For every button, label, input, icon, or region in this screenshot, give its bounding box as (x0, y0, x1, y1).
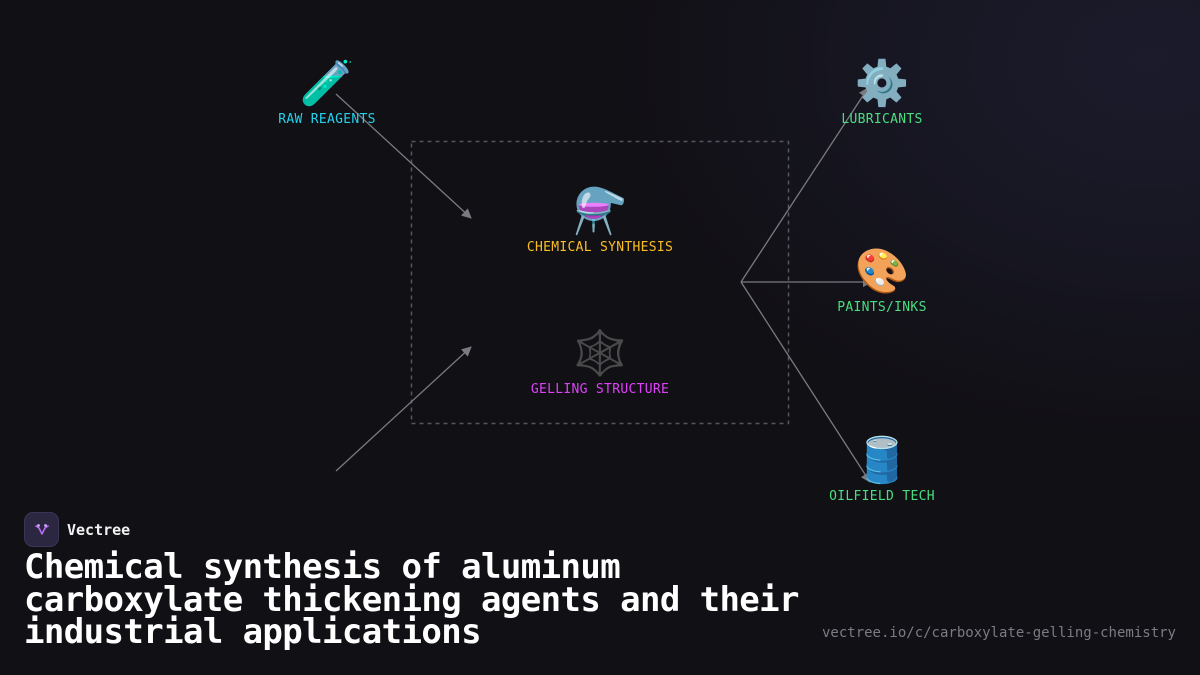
test-tube-icon: 🧪 (299, 58, 355, 109)
connector-hub-to-lubricants (740, 87, 869, 283)
alembic-flask-icon: ⚗️ (572, 186, 628, 237)
source-url: vectree.io/c/carboxylate-gelling-chemist… (821, 625, 1176, 641)
vectree-logo-icon (24, 512, 59, 547)
connector-reagents-to-synthesis (335, 93, 472, 219)
node-label-gelling-structure: GELLING STRUCTURE (530, 382, 670, 397)
node-gelling-structure: 🕸️ GELLING STRUCTURE (530, 328, 670, 398)
spider-web-icon: 🕸️ (572, 328, 628, 379)
node-label-raw-reagents: RAW REAGENTS (278, 112, 376, 127)
node-raw-reagents: 🧪 RAW REAGENTS (278, 58, 376, 128)
connector-input-to-gelling (335, 346, 472, 472)
palette-icon: 🎨 (854, 246, 910, 297)
oil-barrel-icon: 🛢️ (854, 435, 910, 486)
node-oilfield-tech: 🛢️ OILFIELD TECH (829, 435, 935, 505)
node-label-chemical-synthesis: CHEMICAL SYNTHESIS (526, 240, 674, 255)
connector-hub-to-oilfield (740, 281, 871, 483)
process-boundary-box (410, 140, 790, 425)
brand-name: Vectree (67, 520, 131, 539)
node-paints-inks: 🎨 PAINTS/INKS (837, 246, 927, 316)
brand: Vectree (24, 512, 130, 547)
node-label-paints-inks: PAINTS/INKS (837, 300, 927, 315)
node-chemical-synthesis: ⚗️ CHEMICAL SYNTHESIS (526, 186, 674, 256)
node-label-lubricants: LUBRICANTS (841, 112, 923, 127)
page-title: Chemical synthesis of aluminum carboxyla… (24, 547, 800, 652)
node-label-oilfield-tech: OILFIELD TECH (829, 489, 935, 504)
gear-icon: ⚙️ (854, 58, 910, 109)
node-lubricants: ⚙️ LUBRICANTS (841, 58, 923, 128)
